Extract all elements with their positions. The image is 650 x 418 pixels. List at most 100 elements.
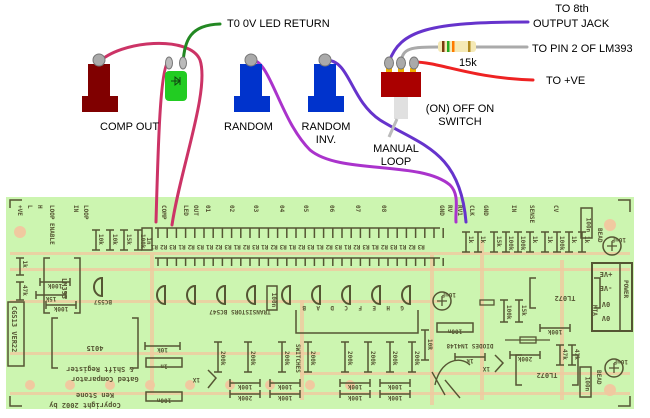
led-body bbox=[165, 71, 187, 101]
led-row-label: R2 bbox=[298, 243, 306, 250]
led-row-label: R3 bbox=[334, 243, 342, 250]
resistor-value: 47k bbox=[561, 349, 568, 360]
resistor-value: 200k bbox=[249, 351, 256, 366]
resistor-band bbox=[468, 41, 471, 52]
corner-mark bbox=[9, 396, 22, 407]
ic-outline bbox=[51, 317, 139, 369]
label-positive: TO +VE bbox=[546, 75, 586, 87]
led-row-label: R2 bbox=[187, 243, 195, 250]
pcb-pad bbox=[185, 380, 195, 390]
ic-label: LM393 bbox=[60, 278, 68, 299]
capacitor-outline bbox=[579, 366, 592, 398]
switch-terminal bbox=[409, 56, 419, 70]
led-row-label: R3 bbox=[279, 243, 287, 250]
pcb-trace bbox=[10, 392, 630, 395]
jack-random[interactable] bbox=[234, 53, 270, 112]
led-row-label: R3 bbox=[390, 243, 398, 250]
pad-label: LOOP ENABLE bbox=[48, 205, 55, 245]
power-connector-tab bbox=[619, 262, 633, 332]
switch-lug bbox=[410, 68, 416, 74]
capacitor-label: 100n bbox=[270, 293, 277, 308]
resistor-value: 1k bbox=[546, 236, 553, 244]
pad-label: LOOP bbox=[82, 205, 89, 220]
resistor-value: 15k bbox=[45, 295, 56, 302]
led-row-label: R1 bbox=[288, 243, 296, 250]
led-row-label: R1 bbox=[316, 243, 324, 250]
ic-outline bbox=[43, 257, 81, 314]
jack-terminal bbox=[318, 53, 332, 67]
pad-label: 02 bbox=[228, 205, 235, 213]
pad-label: 04 bbox=[278, 205, 285, 213]
connector-label: MTA bbox=[591, 305, 598, 316]
switch-letter: B bbox=[302, 304, 306, 311]
capacitor-outline bbox=[266, 285, 278, 311]
switch-terminal bbox=[396, 56, 406, 70]
label-random: RANDOM bbox=[224, 121, 273, 133]
capacitor-label: 10uF bbox=[611, 236, 626, 243]
ic-label: 4015 bbox=[87, 344, 104, 352]
electrolytic-cap bbox=[432, 291, 452, 311]
ic-label: TL072 bbox=[536, 371, 557, 379]
led-row-label: R1 bbox=[178, 243, 186, 250]
pad-label: IN bbox=[72, 205, 79, 213]
credit-line: Gated Comparator bbox=[71, 375, 138, 383]
pad-label: OUT bbox=[192, 205, 199, 216]
pcb-pad bbox=[65, 380, 75, 390]
switch-letter: F bbox=[358, 304, 362, 311]
resistor-band bbox=[447, 41, 450, 52]
trimmer-symbol bbox=[494, 354, 505, 373]
pcb-trace bbox=[430, 255, 434, 405]
jack-comp-out[interactable] bbox=[82, 53, 118, 112]
resistor-value: 200k bbox=[237, 394, 252, 401]
resistor-value: 1k bbox=[21, 261, 28, 269]
label-random-inv-2: INV. bbox=[315, 134, 337, 146]
led-row-label: R2 bbox=[408, 243, 416, 250]
switch-block bbox=[295, 310, 419, 334]
ic-label: TL072 bbox=[554, 294, 575, 302]
resistor-value: 47k bbox=[21, 285, 28, 296]
corner-mark bbox=[618, 199, 631, 212]
pcb-trace bbox=[480, 240, 484, 400]
capacitor-label: 100n bbox=[584, 377, 591, 392]
polarity-mark bbox=[607, 241, 617, 251]
ic-outline bbox=[529, 277, 601, 309]
power-pin-label: +VE bbox=[600, 270, 613, 278]
resistor-value: 10k bbox=[111, 234, 118, 245]
led-row-label: R3 bbox=[252, 243, 260, 250]
pcb-pad bbox=[25, 380, 35, 390]
led-row-label: R2 bbox=[353, 243, 361, 250]
manual-loop-leader bbox=[387, 118, 399, 138]
toggle-switch[interactable] bbox=[381, 56, 421, 138]
pad-label: L bbox=[26, 205, 33, 209]
bead-label: BEAD bbox=[595, 370, 602, 385]
pcb-trace bbox=[300, 300, 304, 400]
pcb-pad bbox=[145, 380, 155, 390]
resistor-value: 200k bbox=[391, 351, 398, 366]
jack-random-inv[interactable] bbox=[308, 53, 344, 112]
capacitor-outline bbox=[145, 391, 183, 402]
resistor-value: 200k bbox=[413, 351, 420, 366]
diode-symbol-icon bbox=[171, 75, 181, 87]
power-pin-label: 0V bbox=[601, 300, 610, 308]
power-pin-label: -VE bbox=[600, 284, 613, 292]
led-row-label: R3 bbox=[224, 243, 232, 250]
led-row-label: R1 bbox=[206, 243, 214, 250]
pad-label: RV1 bbox=[456, 205, 463, 216]
transistor-outline bbox=[93, 276, 103, 298]
capacitor-outline bbox=[141, 227, 153, 251]
wire-led-anode bbox=[154, 60, 170, 224]
label-led-return: T0 0V LED RETURN bbox=[227, 18, 330, 30]
transistor-outline bbox=[401, 284, 411, 306]
resistor-value: 100k bbox=[505, 305, 512, 320]
led-row-label: R2 bbox=[380, 243, 388, 250]
capacitor-label: 1n bbox=[160, 363, 168, 370]
power-pin-label: 0V bbox=[601, 314, 610, 322]
switches-label: SWITCHES bbox=[294, 344, 301, 373]
resistor-value: 100k bbox=[507, 236, 514, 251]
resistor-value: 15k bbox=[495, 236, 502, 247]
switch-letter: G bbox=[400, 304, 404, 311]
resistor-value: 200k bbox=[219, 351, 226, 366]
